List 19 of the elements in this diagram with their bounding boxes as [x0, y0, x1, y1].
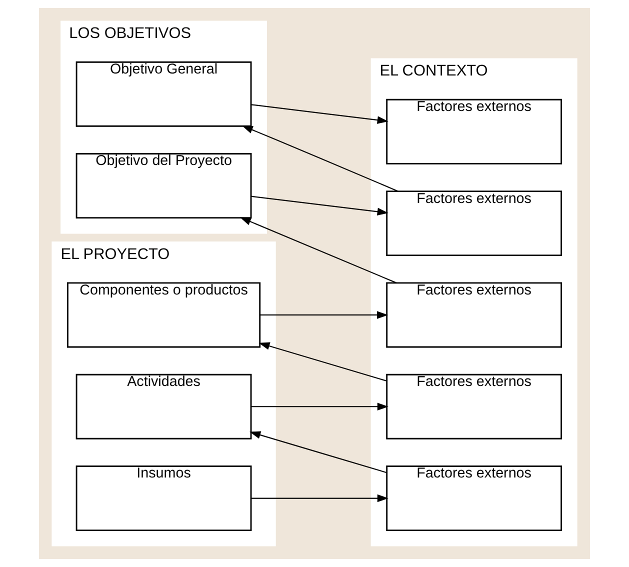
node-box: Objetivo General	[76, 61, 252, 127]
arrow	[260, 311, 388, 319]
node-box: Insumos	[76, 466, 252, 531]
arrow	[240, 217, 396, 284]
node-box: Factores externos	[386, 190, 562, 256]
arrow	[251, 104, 388, 124]
node-box: Objetivo del Proyecto	[76, 153, 252, 219]
arrow	[251, 402, 388, 410]
node-box: Factores externos	[386, 98, 562, 164]
node-box: Factores externos	[386, 466, 562, 531]
node-box: Factores externos	[386, 374, 562, 440]
arrow	[242, 126, 398, 192]
arrow	[251, 196, 388, 216]
node-box: Factores externos	[386, 282, 562, 348]
node-box: Componentes o productos	[67, 282, 261, 348]
arrow	[258, 342, 387, 382]
arrow	[251, 494, 388, 502]
arrow	[250, 431, 387, 474]
node-box: Actividades	[76, 374, 252, 440]
